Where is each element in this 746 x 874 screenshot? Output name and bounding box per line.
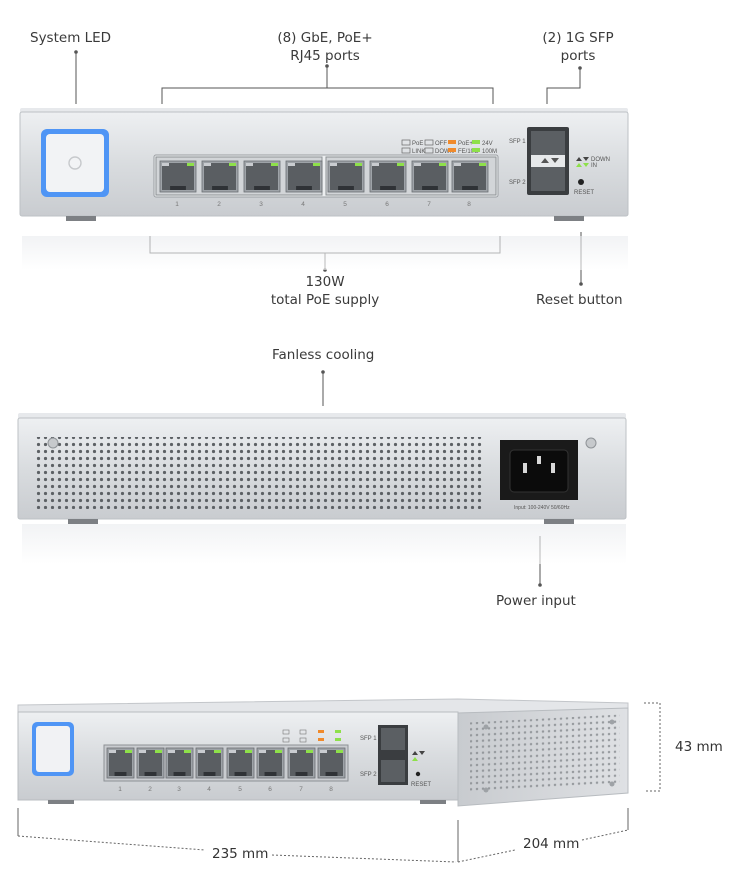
side-ventilation <box>470 714 620 793</box>
sfp2-label-perspective: SFP 2 <box>360 772 377 778</box>
sfp2-port <box>531 167 565 191</box>
legend-off: OFF <box>435 141 447 147</box>
port-link-led <box>184 750 191 753</box>
legend-poe-plus: PoE+ <box>458 141 473 147</box>
port-link-led <box>336 750 343 753</box>
rj45-port-perspective-6 <box>256 747 285 779</box>
sfp1-label-perspective: SFP 1 <box>360 736 377 742</box>
sfp1-label: SFP 1 <box>509 139 526 145</box>
rj45-port-perspective-1 <box>106 747 135 779</box>
system-led-label: System LED <box>30 30 112 46</box>
port-link-led <box>187 163 194 166</box>
port-number-perspective-6: 6 <box>268 786 272 793</box>
reset-text: RESET <box>574 190 594 196</box>
power-input-label: Power input <box>496 593 576 609</box>
port-number-perspective-3: 3 <box>177 786 181 793</box>
poe-supply-label: 130W total PoE supply <box>260 273 390 309</box>
height-dimension-label: 43 mm <box>675 739 723 755</box>
port-number-2: 2 <box>217 201 221 208</box>
port-number-perspective-1: 1 <box>118 786 122 793</box>
port-link-led <box>439 163 446 166</box>
rj45-port-1 <box>159 160 197 193</box>
sfp-ports-label-line2: ports <box>560 48 596 64</box>
legend-fe: FE/10G <box>458 149 479 155</box>
port-number-6: 6 <box>385 201 389 208</box>
power-rating-text: Input: 100-240V 50/60Hz <box>514 505 570 511</box>
rj45-port-2 <box>201 160 239 193</box>
led-legend: PoE OFF PoE+ 24V LINK DOWN FE/10G 100M <box>401 139 497 155</box>
ventilation-grille <box>36 437 484 509</box>
rj45-port-group-front <box>159 160 489 193</box>
rj45-port-7 <box>411 160 449 193</box>
port-number-perspective-2: 2 <box>148 786 152 793</box>
sfp-legend-up: IN <box>591 163 597 169</box>
switch-back-view: Input: 100-240V 50/60Hz <box>17 413 627 564</box>
poe-supply-label-line1: 130W <box>305 274 345 290</box>
poe-supply-label-line2: total PoE supply <box>270 292 380 308</box>
port-number-perspective-4: 4 <box>207 786 211 793</box>
rj45-port-perspective-8 <box>317 747 346 779</box>
port-link-led <box>275 750 282 753</box>
port-link-led <box>479 163 486 166</box>
port-link-led <box>306 750 313 753</box>
fanless-cooling-label: Fanless cooling <box>272 347 375 363</box>
gbe-ports-label: (8) GbE, PoE+ RJ45 ports <box>275 29 375 65</box>
legend-link: LINK <box>412 149 425 155</box>
port-link-led <box>271 163 278 166</box>
sfp-legend-down: DOWN <box>591 157 610 163</box>
port-number-7: 7 <box>427 201 431 208</box>
depth-dimension-label: 204 mm <box>523 836 580 852</box>
port-number-perspective-5: 5 <box>238 786 242 793</box>
rj45-port-group-perspective <box>106 747 346 779</box>
port-link-led <box>125 750 132 753</box>
switch-perspective-view: 1 2 3 4 5 6 7 8 SFP 1 SFP 2 RESET <box>17 698 629 807</box>
port-number-1: 1 <box>175 201 179 208</box>
rj45-port-3 <box>243 160 281 193</box>
rj45-port-perspective-2 <box>136 747 165 779</box>
legend-24v: 24V <box>482 141 493 147</box>
port-link-led <box>397 163 404 166</box>
legend-down: DOWN <box>435 149 454 155</box>
port-link-led <box>155 750 162 753</box>
gbe-ports-label-line2: RJ45 ports <box>290 48 360 64</box>
port-link-led <box>229 163 236 166</box>
rj45-port-perspective-3 <box>165 747 194 779</box>
width-dimension-label: 235 mm <box>212 846 269 862</box>
port-number-8: 8 <box>467 201 471 208</box>
sfp2-label: SFP 2 <box>509 180 526 186</box>
reset-text-perspective: RESET <box>411 782 431 788</box>
rj45-port-perspective-5 <box>226 747 255 779</box>
reset-button-label: Reset button <box>536 292 623 308</box>
switch-front-view: 1 2 3 4 5 6 7 8 PoE OFF PoE+ 24V LINK DOWN FE/1… <box>19 108 629 270</box>
port-link-led <box>313 163 320 166</box>
rj45-port-4 <box>285 160 323 193</box>
rj45-port-perspective-7 <box>287 747 316 779</box>
sfp-ports-label: (2) 1G SFP ports <box>538 29 618 65</box>
port-number-4: 4 <box>301 201 305 208</box>
legend-100m: 100M <box>482 149 497 155</box>
port-number-perspective-7: 7 <box>299 786 303 793</box>
sfp1-port <box>531 131 565 155</box>
reset-button[interactable] <box>578 179 584 185</box>
port-number-3: 3 <box>259 201 263 208</box>
gbe-ports-bracket <box>161 87 494 104</box>
sfp-ports-label-line1: (2) 1G SFP <box>542 30 614 46</box>
rj45-port-5 <box>327 160 365 193</box>
rj45-port-8 <box>451 160 489 193</box>
dimension-lines <box>17 702 661 863</box>
rj45-port-6 <box>369 160 407 193</box>
port-link-led <box>214 750 221 753</box>
sfp-ports-callout <box>546 68 581 104</box>
rj45-port-perspective-4 <box>195 747 224 779</box>
port-number-perspective-8: 8 <box>329 786 333 793</box>
gbe-ports-label-line1: (8) GbE, PoE+ <box>277 30 373 46</box>
legend-poe: PoE <box>412 141 423 147</box>
port-link-led <box>245 750 252 753</box>
port-link-led <box>355 163 362 166</box>
port-number-5: 5 <box>343 201 347 208</box>
